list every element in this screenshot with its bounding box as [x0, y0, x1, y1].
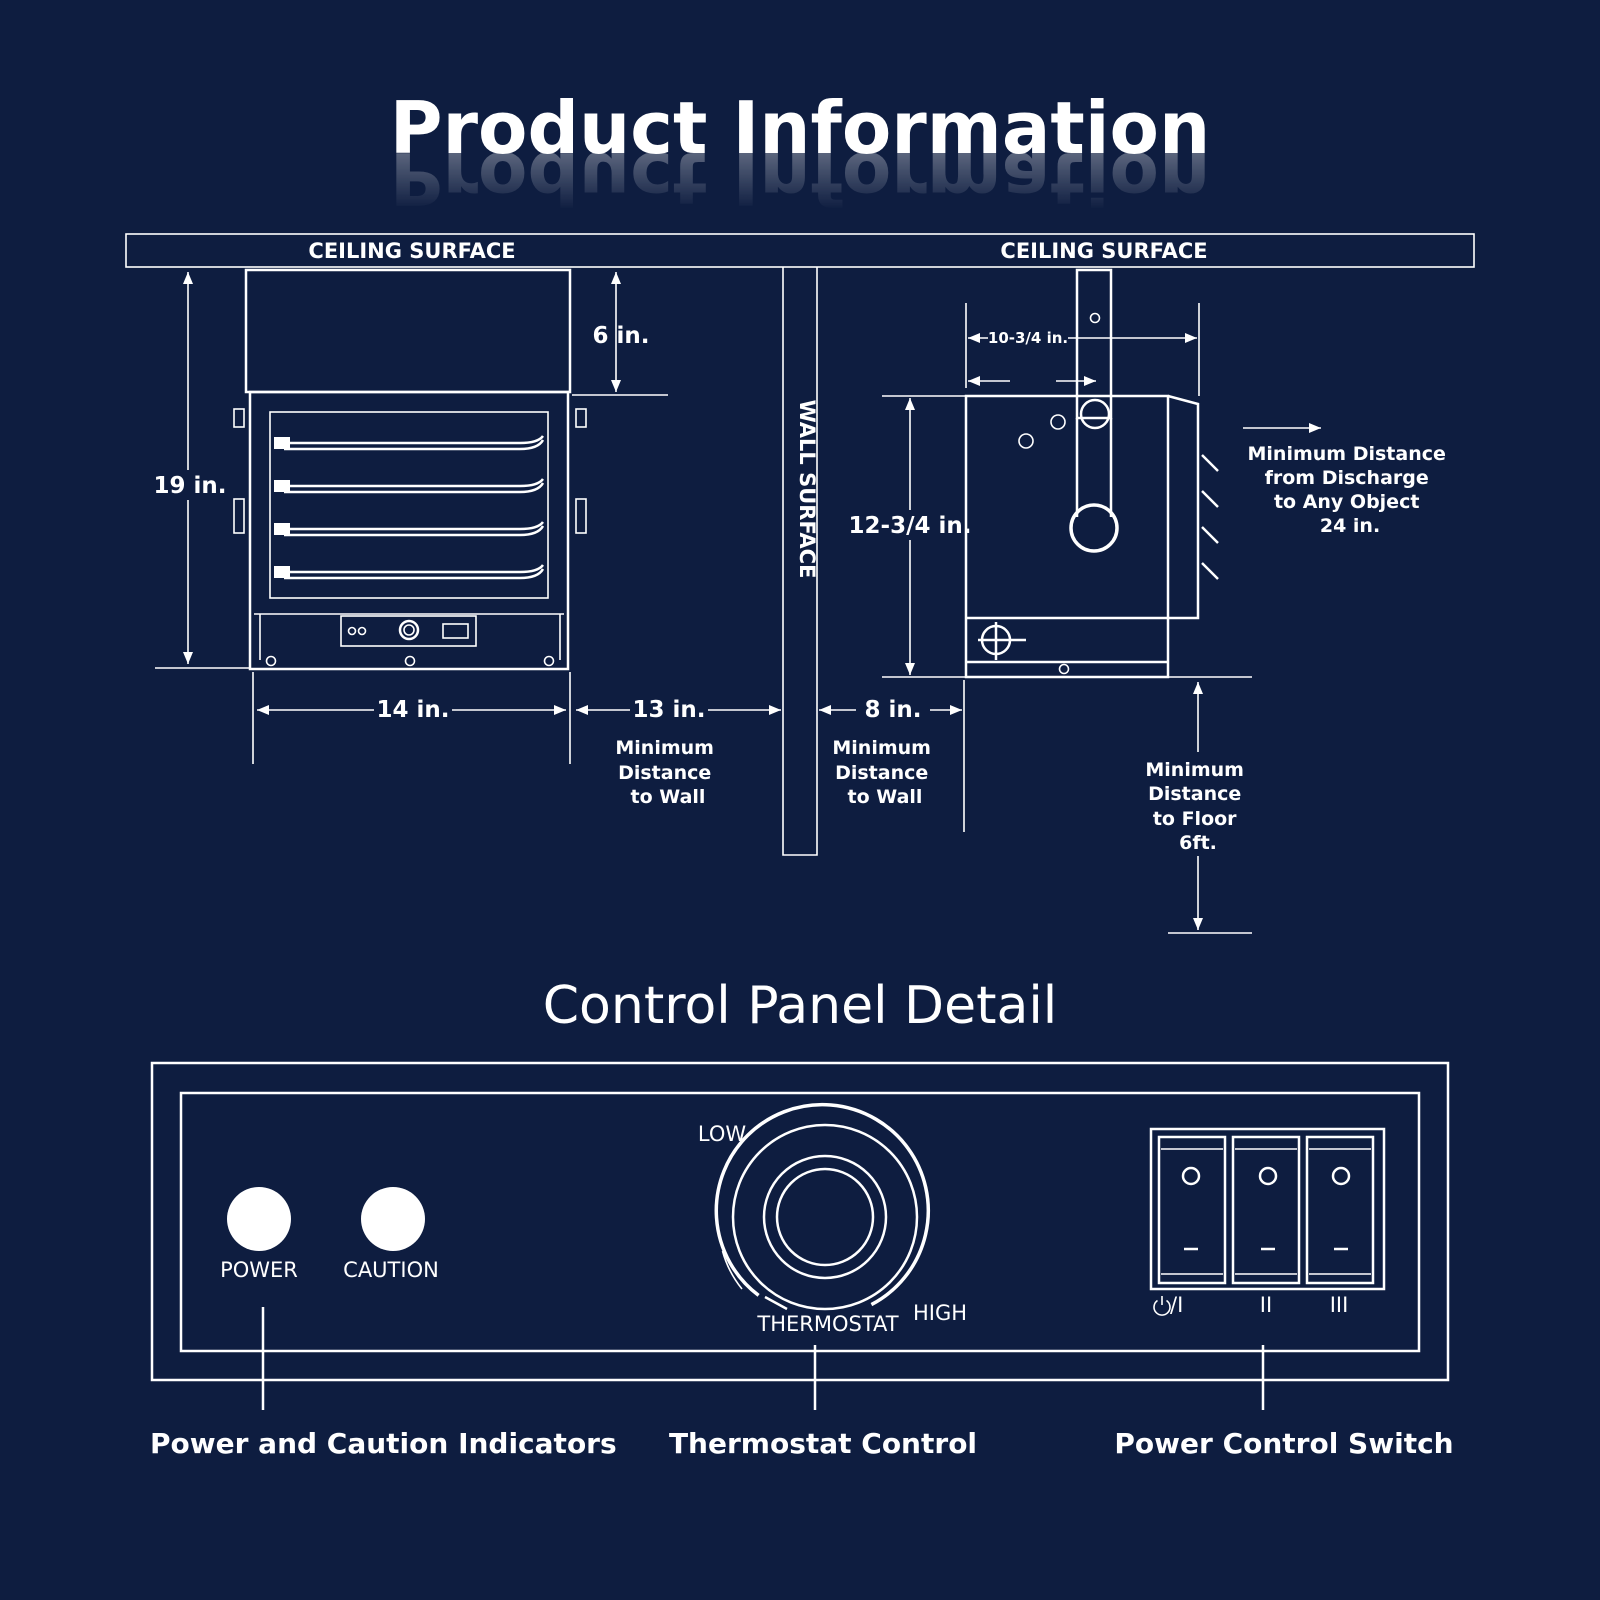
control-panel-inner [179, 1091, 1421, 1353]
thermostat-knob [714, 1102, 930, 1311]
wall-surface [782, 267, 818, 856]
switch-label-3: III [1330, 1293, 1349, 1317]
ceiling-bar [125, 233, 1475, 268]
thermostat-low-label: LOW [698, 1122, 746, 1146]
floor-note: Minimum Distance to Floor 6ft. [1145, 759, 1250, 854]
thermostat-high-label: HIGH [913, 1301, 967, 1325]
front-height-label: 19 in. [153, 473, 226, 499]
caption-indicators: Power and Caution Indicators [150, 1427, 617, 1460]
ceiling-label-front: CEILING SURFACE [308, 239, 515, 263]
thermostat-label: THERMOSTAT [756, 1312, 898, 1336]
front-wall-gap-label: 13 in. [632, 697, 705, 723]
power-label: POWER [220, 1258, 298, 1282]
switch-label-1: /I [1170, 1293, 1183, 1317]
side-height-label: 12-3/4 in. [849, 513, 972, 539]
switch-label-2: II [1260, 1293, 1272, 1317]
side-depth-label: 10-3/4 in. [988, 329, 1068, 347]
front-width-label: 14 in. [376, 697, 449, 723]
control-panel-outer [150, 1061, 1450, 1382]
control-panel-title: Control Panel Detail [543, 976, 1058, 1036]
wall-label: WALL SURFACE [795, 400, 819, 579]
page-title: Product Information [390, 86, 1210, 170]
side-wall-note: Minimum Distance to Wall [832, 737, 937, 808]
caption-thermostat: Thermostat Control [669, 1427, 977, 1460]
page-title-reflection: Product Information [390, 136, 1210, 220]
top-gap-label: 6 in. [592, 323, 649, 349]
ceiling-label-side: CEILING SURFACE [1000, 239, 1207, 263]
caution-label: CAUTION [343, 1258, 439, 1282]
power-switch-group [1149, 1127, 1386, 1291]
heater-side-view [964, 268, 1219, 679]
side-wall-gap-label: 8 in. [864, 697, 921, 723]
heater-front-view [233, 268, 587, 671]
discharge-note: Minimum Distance from Discharge to Any O… [1248, 443, 1453, 537]
front-wall-note: Minimum Distance to Wall [615, 737, 720, 808]
caution-indicator [361, 1187, 425, 1251]
power-standby-icon [1153, 1296, 1171, 1316]
caption-switch: Power Control Switch [1114, 1427, 1453, 1460]
power-indicator [227, 1187, 291, 1251]
